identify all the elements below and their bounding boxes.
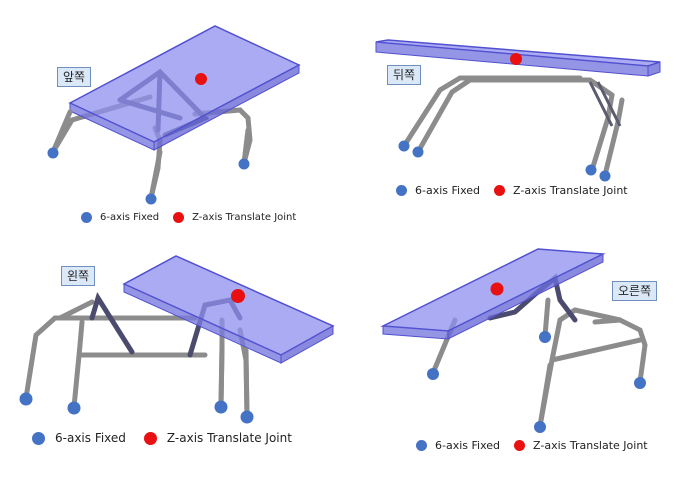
right-joint-point <box>490 282 504 296</box>
legend-joint-label: Z-axis Translate Joint <box>533 439 648 452</box>
legend-joint-label: Z-axis Translate Joint <box>192 212 297 223</box>
back-plate-end <box>647 61 661 77</box>
joint-marker-icon <box>514 440 526 451</box>
back-fixed-point-2 <box>412 146 424 158</box>
back-view-model <box>375 39 661 182</box>
fixed-marker-icon <box>396 185 407 196</box>
back-joint-point <box>510 53 522 65</box>
legend-fixed-label: 6-axis Fixed <box>55 431 126 445</box>
view-label-back: 뒤쪽 <box>387 65 422 85</box>
legend-right: 6-axis Fixed Z-axis Translate Joint <box>416 439 648 452</box>
legend-fixed-label: 6-axis Fixed <box>435 439 501 452</box>
view-label-front: 앞쪽 <box>57 67 92 87</box>
left-joint-point <box>231 289 245 303</box>
legend-fixed-label: 6-axis Fixed <box>415 184 481 197</box>
front-fixed-point-2 <box>145 193 157 205</box>
front-view-model <box>47 25 301 205</box>
right-plate-edge <box>447 253 604 340</box>
left-fixed-point-1 <box>19 392 33 406</box>
right-fixed-point-2 <box>539 331 551 343</box>
front-joint-point <box>195 73 207 85</box>
legend-left: 6-axis Fixed Z-axis Translate Joint <box>32 431 292 445</box>
legend-joint-label: Z-axis Translate Joint <box>166 431 292 445</box>
front-fixed-point-3 <box>238 158 250 170</box>
left-plate-end <box>280 325 334 364</box>
joint-marker-icon <box>494 185 506 196</box>
right-fixed-point-3 <box>534 421 546 433</box>
fixed-marker-icon <box>32 431 45 445</box>
left-fixed-point-3 <box>214 400 228 414</box>
joint-marker-icon <box>143 431 157 445</box>
fixed-marker-icon <box>81 212 92 223</box>
left-fixed-point-4 <box>240 410 254 424</box>
right-fixed-point-4 <box>634 377 646 389</box>
back-fixed-point-3 <box>585 164 597 176</box>
legend-fixed-label: 6-axis Fixed <box>100 212 160 223</box>
back-fixed-point-4 <box>599 170 611 182</box>
back-frame-dark <box>588 81 622 127</box>
joint-marker-icon <box>173 212 185 223</box>
front-front-tubes <box>50 109 251 201</box>
right-fixed-point-1 <box>427 368 439 380</box>
legend-joint-label: Z-axis Translate Joint <box>513 184 628 197</box>
view-label-left: 왼쪽 <box>61 266 96 286</box>
fixed-marker-icon <box>416 440 427 451</box>
left-view-model <box>19 255 335 424</box>
right-view-model <box>380 248 648 433</box>
front-fixed-point-1 <box>47 147 59 159</box>
left-fixed-point-2 <box>67 401 81 415</box>
left-front-tubes <box>218 342 250 419</box>
view-label-right: 오른쪽 <box>612 281 658 301</box>
back-fixed-point-1 <box>398 140 410 152</box>
legend-front: 6-axis Fixed Z-axis Translate Joint <box>81 212 296 223</box>
legend-back: 6-axis Fixed Z-axis Translate Joint <box>396 184 628 197</box>
right-front-tubes <box>537 362 553 429</box>
front-plate-edge <box>153 64 300 151</box>
back-frame-tubes <box>401 75 625 178</box>
